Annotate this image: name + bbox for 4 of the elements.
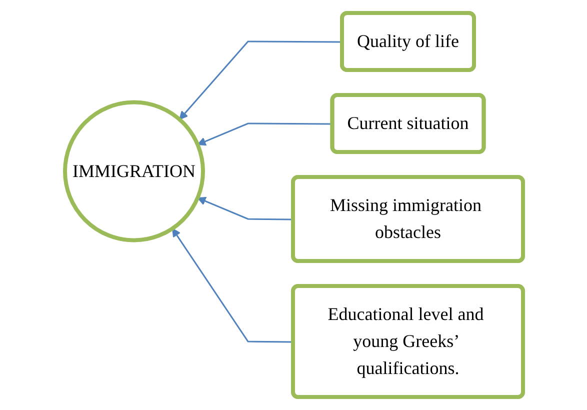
node-circle: IMMIGRATION [62,100,204,242]
arrow [196,196,293,220]
arrow [172,228,293,343]
arrow [178,40,342,120]
